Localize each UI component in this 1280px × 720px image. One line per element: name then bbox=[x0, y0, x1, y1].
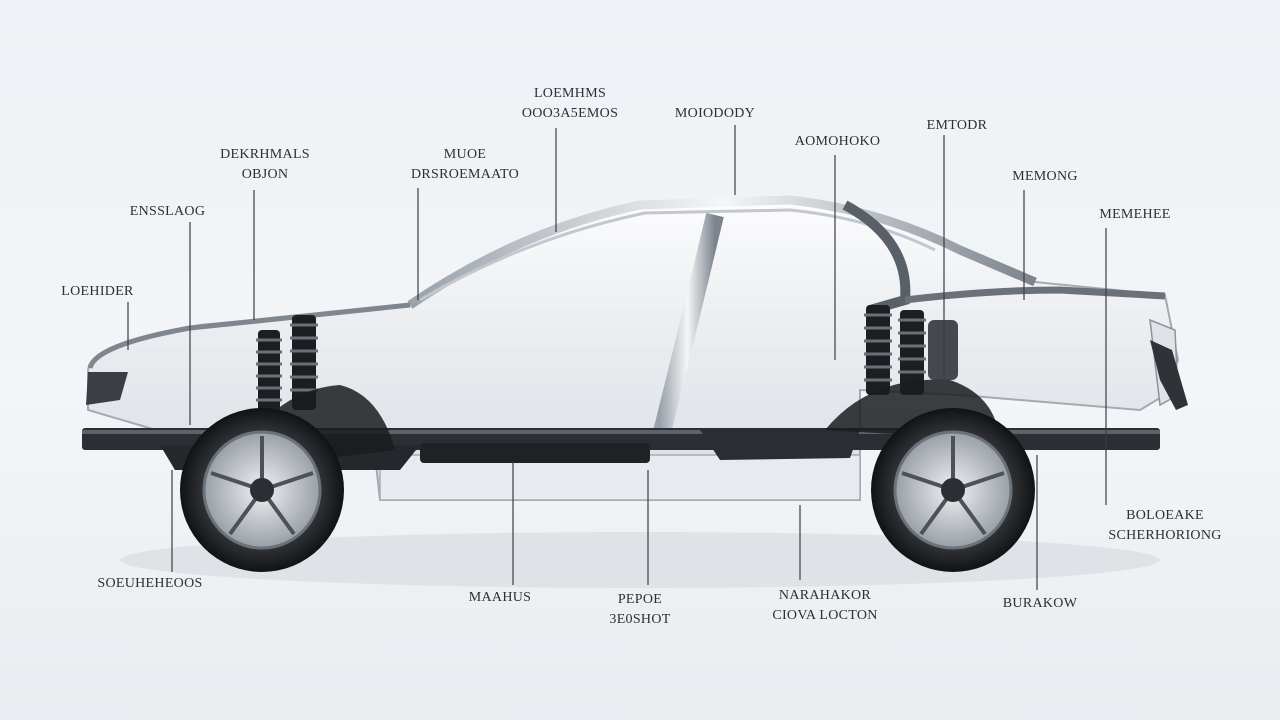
leader-lines bbox=[127, 125, 1107, 590]
b-pillar bbox=[651, 212, 724, 443]
rear-coil-springs bbox=[864, 305, 958, 395]
front-wheel bbox=[180, 408, 344, 572]
roof-rail bbox=[407, 195, 1037, 309]
front-coil-springs bbox=[256, 315, 318, 412]
label-bottom-sill: MAAHUS bbox=[468, 590, 532, 605]
frame-rail-highlight bbox=[82, 430, 1160, 434]
label-rear-wheel: BURAKOW bbox=[1002, 596, 1078, 611]
sill-panel bbox=[379, 454, 861, 501]
sill-beam bbox=[420, 443, 650, 463]
label-front-bumper: LOEHIDER bbox=[61, 284, 134, 299]
c-pillar bbox=[842, 200, 911, 315]
front-fascia bbox=[86, 372, 128, 405]
front-hood bbox=[87, 302, 411, 369]
label-rear-top: EMTODR bbox=[926, 118, 988, 133]
label-front-left: ENSSLAOG bbox=[129, 204, 206, 219]
label-roof-center: AOMOHOKO bbox=[794, 134, 881, 149]
rear-wheel bbox=[871, 408, 1035, 572]
rear-crossmember bbox=[700, 430, 860, 460]
label-bottom-front-wheel: SOEUHEHEOOS bbox=[97, 576, 203, 591]
rear-lamp bbox=[1150, 340, 1188, 410]
label-rear-far: MEMEHEE bbox=[1099, 207, 1171, 222]
rear-deck bbox=[904, 286, 1166, 304]
label-top-center: MOIODODY bbox=[674, 106, 756, 121]
label-rear-quarter: MEMONG bbox=[1012, 169, 1078, 184]
